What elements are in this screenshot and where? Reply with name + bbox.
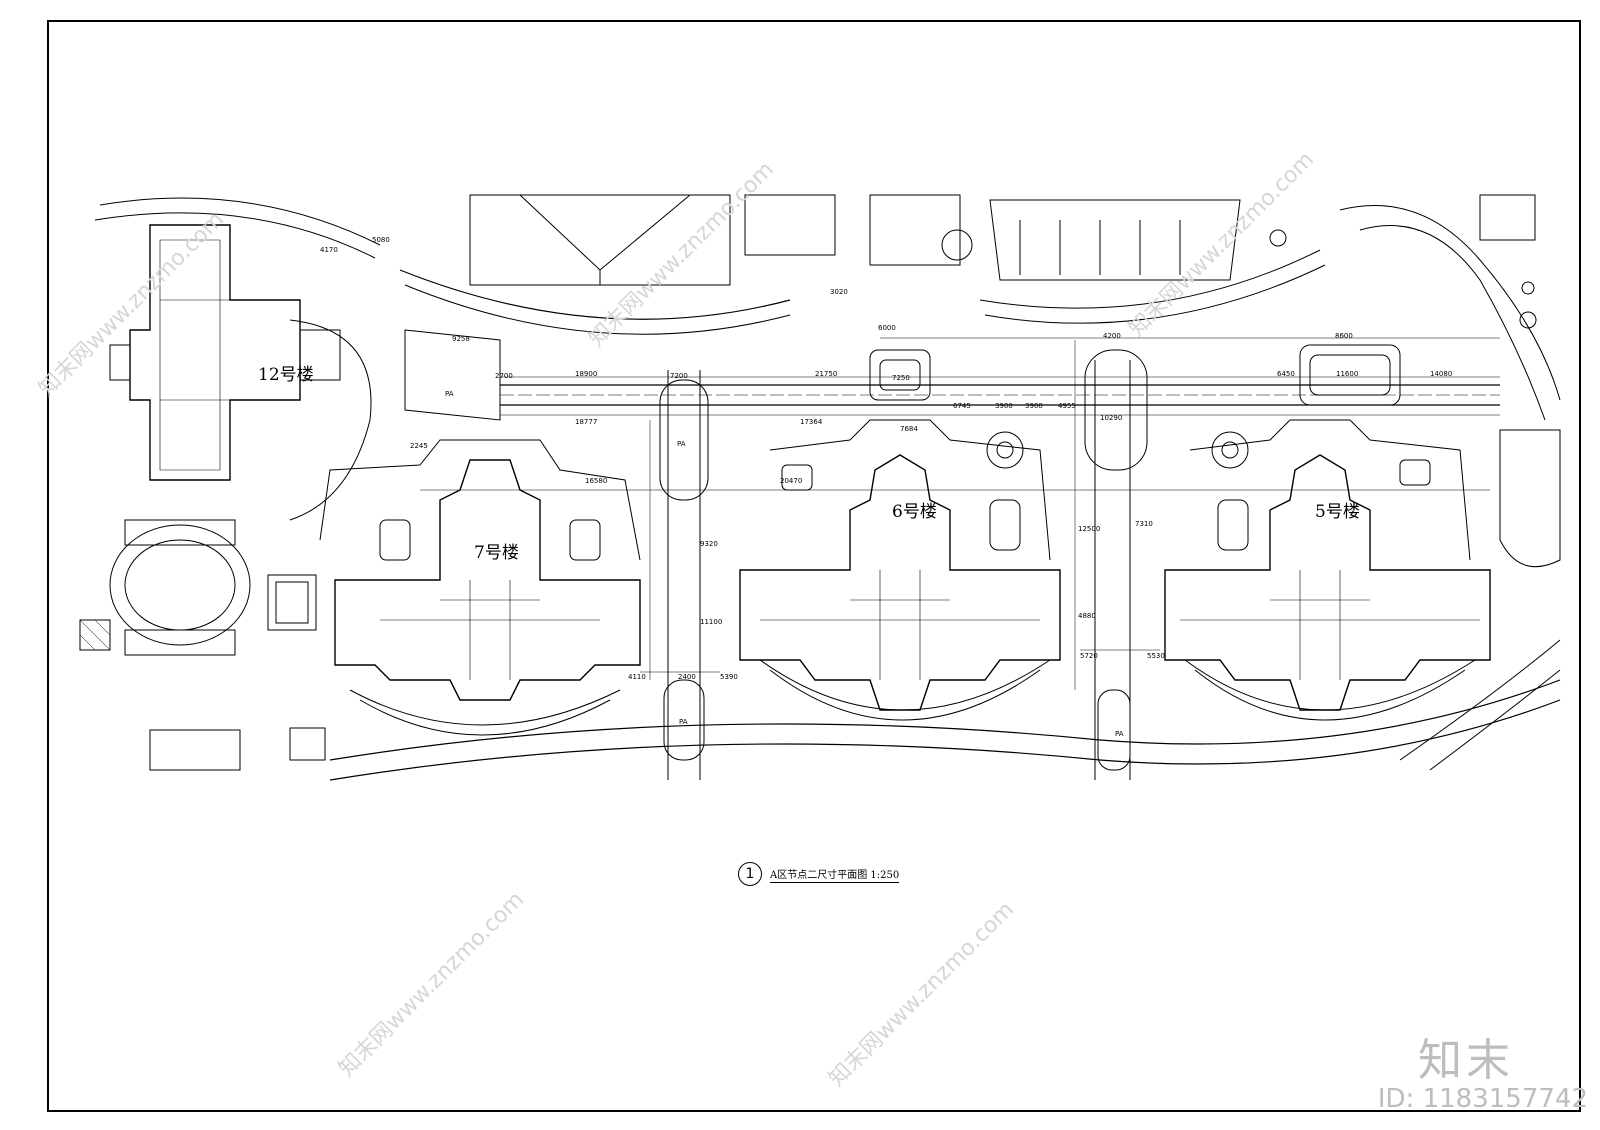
dimension-text: 14080 [1430,370,1453,378]
dimension-text: 9320 [700,540,718,548]
dimension-text: 5720 [1080,652,1098,660]
watermark-brand: 知末 [1418,1035,1514,1086]
dimension-text: 11600 [1336,370,1359,378]
dimension-text: 5530 [1147,652,1165,660]
dimension-text: 4170 [320,246,338,254]
parking-label: PA [677,440,686,448]
dimension-text: 18777 [575,418,598,426]
dimension-text: 18900 [575,370,598,378]
dimension-text: 4880 [1078,612,1096,620]
dimension-text: 9258 [452,335,470,343]
watermark-id: ID: 1183157742 [1377,1084,1588,1114]
dimension-text: 11100 [700,618,723,626]
dimension-text: 8600 [1335,332,1353,340]
title-number: 1 [738,862,762,886]
title-scale: 1:250 [870,869,900,881]
title-text: A区节点二尺寸平面图 1:250 [770,866,900,883]
dimension-text: 16580 [585,477,608,485]
dimension-text: 4110 [628,673,646,681]
drawing-title: 1 A区节点二尺寸平面图 1:250 [738,862,900,886]
dimension-text: 2245 [410,442,428,450]
dimension-text: 2700 [495,372,513,380]
dimension-text: 10290 [1100,414,1123,422]
building-7-label: 7号楼 [474,543,519,563]
dimension-text: 3900 [1025,402,1043,410]
dimension-text: 12500 [1078,525,1101,533]
dimension-text: 6450 [1277,370,1295,378]
dimension-text: 7200 [670,372,688,380]
drawing-border [47,20,1581,1112]
dimension-text: 6000 [878,324,896,332]
dimension-text: 4200 [1103,332,1121,340]
parking-label: PA [679,718,688,726]
dimension-text: 5390 [720,673,738,681]
building-5-label: 5号楼 [1315,502,1360,522]
dimension-text: 17364 [800,418,823,426]
parking-label: PA [1115,730,1124,738]
dimension-text: 3900 [995,402,1013,410]
building-6-label: 6号楼 [892,502,937,522]
dimension-text: 7310 [1135,520,1153,528]
dimension-text: 21750 [815,370,838,378]
dimension-text: 7250 [892,374,910,382]
dimension-text: 7684 [900,425,918,433]
dimension-text: 20470 [780,477,803,485]
dimension-text: 6745 [953,402,971,410]
dimension-text: 3020 [830,288,848,296]
building-12-label: 12号楼 [258,365,314,385]
dimension-text: 4955 [1058,402,1076,410]
dimension-text: 5080 [372,236,390,244]
parking-label: PA [445,390,454,398]
dimension-text: 2400 [678,673,696,681]
title-caption: A区节点二尺寸平面图 [770,869,868,881]
